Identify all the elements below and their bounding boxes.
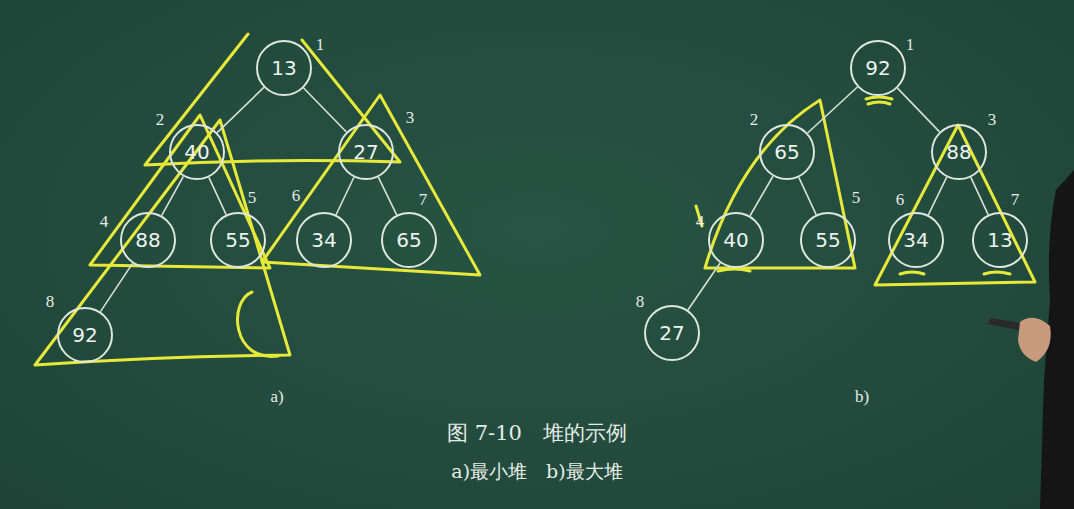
- tree-edge: [304, 88, 347, 132]
- index-number: 1: [316, 36, 325, 55]
- yellow-underline: [900, 272, 1010, 274]
- tree-edge: [750, 176, 773, 216]
- tree-edge: [100, 263, 132, 311]
- index-number: 8: [636, 293, 645, 312]
- heap-node: 92: [850, 40, 906, 96]
- tree-edge: [688, 263, 720, 310]
- index-number: 3: [988, 111, 997, 130]
- tree-edge: [162, 176, 184, 215]
- tree-edge: [971, 177, 988, 214]
- index-number: 7: [1011, 191, 1020, 210]
- heap-node: 88: [931, 124, 987, 180]
- yellow-triangle: [262, 95, 480, 275]
- tree-edge: [897, 88, 939, 132]
- tree-edge: [378, 177, 396, 215]
- index-number: 3: [406, 109, 415, 128]
- tree-edge: [336, 177, 354, 214]
- index-number: 6: [292, 187, 301, 206]
- tree-edge: [808, 87, 858, 133]
- node-value: 88: [946, 142, 971, 162]
- caption-line: a)最小堆 b)最大堆: [451, 461, 622, 482]
- heap-node: 88: [120, 212, 176, 268]
- index-number: 7: [419, 191, 428, 210]
- index-number: 2: [750, 111, 759, 130]
- node-value: 65: [396, 230, 421, 250]
- heap-node: 40: [169, 124, 225, 180]
- node-value: 13: [271, 58, 296, 78]
- index-number: 5: [852, 189, 861, 208]
- yellow-triangle: [145, 34, 400, 165]
- tree-edge: [217, 87, 264, 132]
- tree-edge: [209, 177, 226, 214]
- index-number: b): [855, 388, 869, 407]
- index-number: 1: [906, 36, 915, 55]
- heap-node: 40: [708, 212, 764, 268]
- node-value: 40: [184, 142, 209, 162]
- heap-node: 34: [296, 212, 352, 268]
- node-value: 34: [903, 230, 928, 250]
- yellow-triangle: [90, 115, 270, 268]
- index-number: 2: [156, 111, 165, 130]
- index-number: 4: [696, 213, 705, 232]
- heap-node: 27: [338, 124, 394, 180]
- node-value: 34: [311, 230, 336, 250]
- node-value: 13: [987, 230, 1012, 250]
- figure-caption: 图 7-10 堆的示例: [447, 422, 627, 445]
- index-number: 4: [100, 213, 109, 232]
- index-number: 5: [248, 189, 257, 208]
- yellow-triangle: [35, 120, 290, 365]
- tree-edge: [799, 177, 816, 214]
- index-number: 6: [896, 191, 905, 210]
- yellow-loop: [238, 292, 278, 356]
- node-value: 55: [225, 230, 250, 250]
- yellow-triangle: [705, 100, 855, 268]
- node-value: 55: [815, 230, 840, 250]
- heap-node: 13: [256, 40, 312, 96]
- heap-node: 27: [644, 305, 700, 361]
- node-value: 40: [723, 230, 748, 250]
- yellow-triangle: [875, 125, 1035, 285]
- node-value: 27: [659, 323, 684, 343]
- heap-node: 55: [210, 212, 266, 268]
- yellow-underline: [718, 269, 750, 271]
- node-value: 92: [865, 58, 890, 78]
- lecturer: [988, 170, 1074, 509]
- heap-node: 13: [972, 212, 1028, 268]
- tree-edge: [928, 177, 946, 215]
- yellow-underline: [866, 97, 892, 104]
- node-value: 65: [774, 142, 799, 162]
- index-number: a): [270, 388, 283, 407]
- node-value: 92: [72, 325, 97, 345]
- heap-node: 34: [888, 212, 944, 268]
- heap-node: 65: [759, 124, 815, 180]
- index-number: 8: [46, 293, 55, 312]
- heap-node: 65: [381, 212, 437, 268]
- node-value: 88: [135, 230, 160, 250]
- heap-node: 55: [800, 212, 856, 268]
- heap-node: 92: [57, 307, 113, 363]
- node-value: 27: [353, 142, 378, 162]
